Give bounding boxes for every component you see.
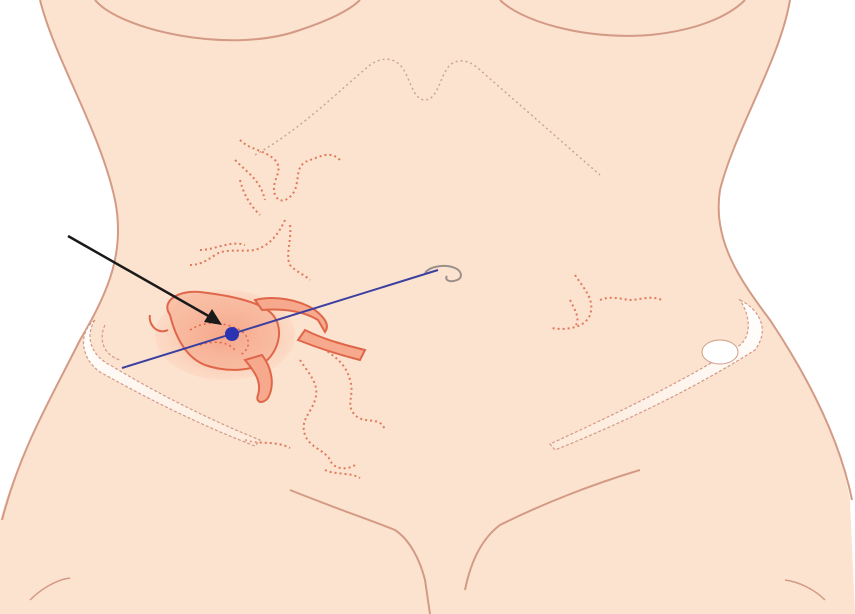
mcburney-point-icon: [225, 327, 239, 341]
